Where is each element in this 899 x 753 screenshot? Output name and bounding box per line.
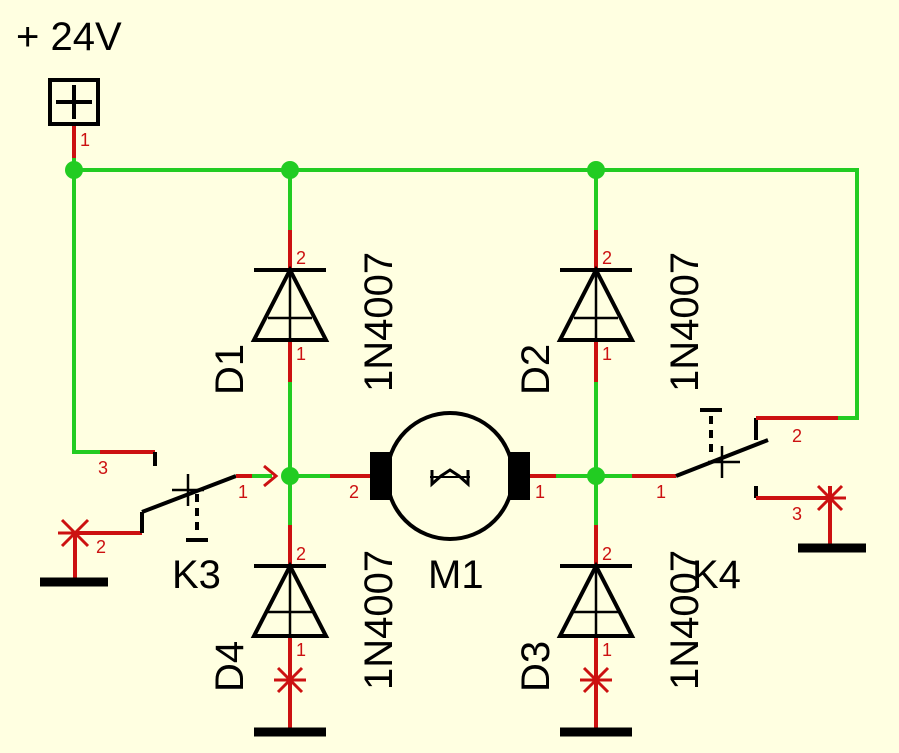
svg-text:2: 2 bbox=[602, 248, 612, 268]
k4-ref: K4 bbox=[692, 553, 741, 597]
svg-text:1: 1 bbox=[602, 640, 612, 660]
svg-text:3: 3 bbox=[792, 504, 802, 524]
k3-ref: K3 bbox=[172, 553, 221, 597]
motor-m1[interactable] bbox=[330, 411, 556, 541]
d3-value: 1N4007 bbox=[663, 550, 707, 690]
d4-value: 1N4007 bbox=[357, 550, 401, 690]
supply-label: + 24V bbox=[16, 15, 122, 59]
m1-ref: M1 bbox=[428, 553, 484, 597]
d4-ref: D4 bbox=[208, 641, 252, 692]
svg-text:1: 1 bbox=[602, 344, 612, 364]
relay-switch-k4[interactable] bbox=[632, 408, 866, 553]
svg-text:2: 2 bbox=[296, 544, 306, 564]
svg-text:1: 1 bbox=[656, 482, 666, 502]
diode-d4[interactable] bbox=[250, 525, 330, 728]
svg-text:1: 1 bbox=[238, 482, 248, 502]
svg-text:2: 2 bbox=[296, 248, 306, 268]
svg-text:2: 2 bbox=[349, 482, 359, 502]
svg-text:2: 2 bbox=[602, 544, 612, 564]
d1-ref: D1 bbox=[208, 344, 252, 395]
svg-text:1: 1 bbox=[535, 482, 545, 502]
d1-value: 1N4007 bbox=[357, 252, 401, 392]
diode-d2[interactable] bbox=[556, 230, 636, 382]
supply-terminal[interactable] bbox=[48, 78, 100, 126]
d2-ref: D2 bbox=[514, 344, 558, 395]
d3-ref: D3 bbox=[514, 641, 558, 692]
wires bbox=[72, 158, 859, 527]
svg-text:2: 2 bbox=[96, 537, 106, 557]
d2-value: 1N4007 bbox=[663, 252, 707, 392]
svg-text:2: 2 bbox=[792, 426, 802, 446]
svg-text:3: 3 bbox=[98, 458, 108, 478]
svg-text:1: 1 bbox=[80, 130, 90, 150]
diode-d3[interactable] bbox=[556, 525, 636, 728]
svg-text:1: 1 bbox=[296, 344, 306, 364]
relay-switch-k3[interactable] bbox=[40, 450, 279, 587]
ground-d3 bbox=[560, 666, 632, 737]
svg-text:1: 1 bbox=[296, 640, 306, 660]
junction-dots bbox=[65, 161, 605, 485]
diode-d1[interactable] bbox=[250, 230, 330, 382]
ground-d4 bbox=[254, 666, 326, 737]
